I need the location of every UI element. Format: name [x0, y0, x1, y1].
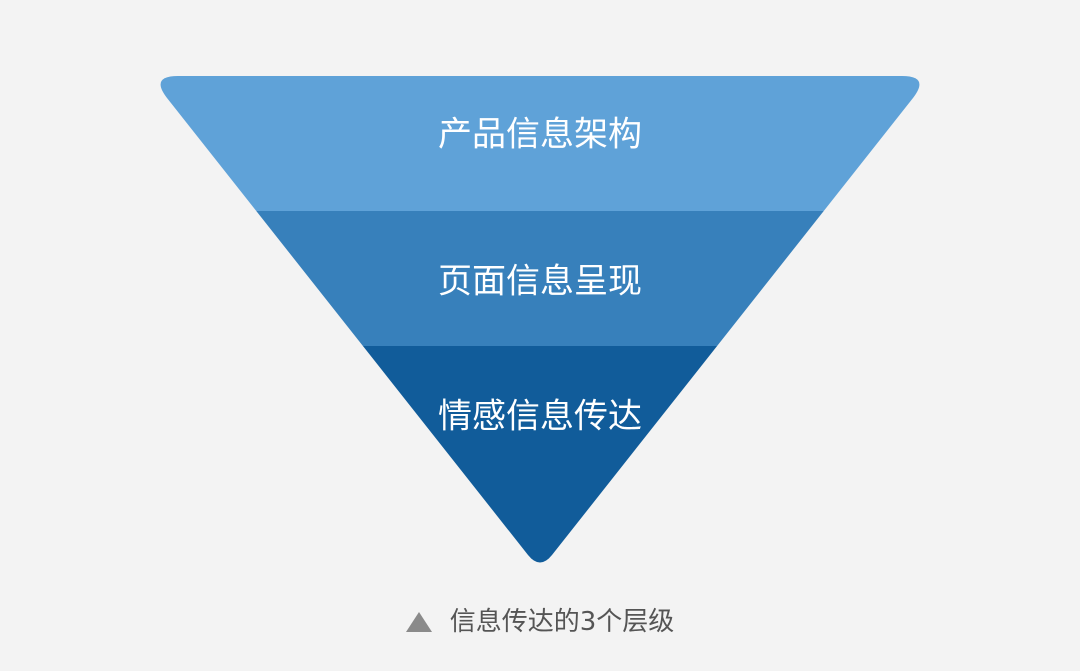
layer-band-product-architecture: [160, 76, 920, 211]
caption: 信息传达的3个层级: [0, 604, 1080, 640]
layer-band-emotional-conveyance: [160, 346, 920, 563]
layer-label-product-architecture: 产品信息架构: [438, 115, 642, 155]
triangle-up-icon: [405, 612, 432, 632]
caption-text: 信息传达的3个层级: [449, 607, 675, 637]
layer-label-page-presentation: 页面信息呈现: [438, 262, 642, 302]
layer-label-emotional-conveyance: 情感信息传达: [438, 397, 642, 437]
